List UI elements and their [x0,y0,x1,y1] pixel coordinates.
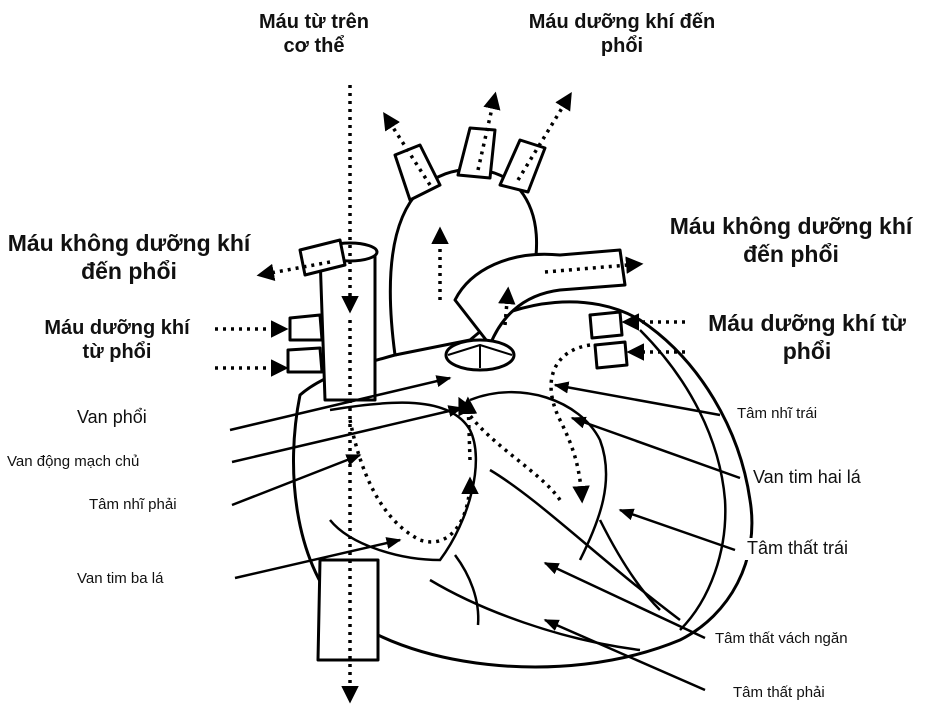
label-oxygenated-to-lungs: Máu dưỡng khí đến phổi [524,10,720,59]
label-right-deoxygenated-to-lungs: Máu không dưỡng khí đến phổi [666,212,916,268]
label-pulmonary-valve: Van phổi [74,407,150,429]
label-mitral-valve: Van tim hai lá [750,467,864,489]
label-left-oxygenated-from-lungs: Máu dưỡng khí từ phổi [28,316,206,365]
label-left-ventricle: Tâm thất trái [744,538,851,560]
label-left-atrium: Tâm nhĩ trái [734,405,820,423]
label-left-deoxygenated-to-lungs: Máu không dưỡng khí đến phổi [4,229,254,285]
label-tricuspid-valve: Van tim ba lá [74,570,166,588]
label-blood-from-body: Máu từ trên cơ thể [247,10,381,59]
label-right-ventricle: Tâm thất phải [730,684,828,702]
label-aortic-valve: Van động mạch chủ [4,453,142,471]
label-right-oxygenated-from-lungs: Máu dưỡng khí từ phổi [702,309,912,365]
label-septum: Tâm thất vách ngăn [712,630,851,648]
label-right-atrium: Tâm nhĩ phải [86,496,180,514]
